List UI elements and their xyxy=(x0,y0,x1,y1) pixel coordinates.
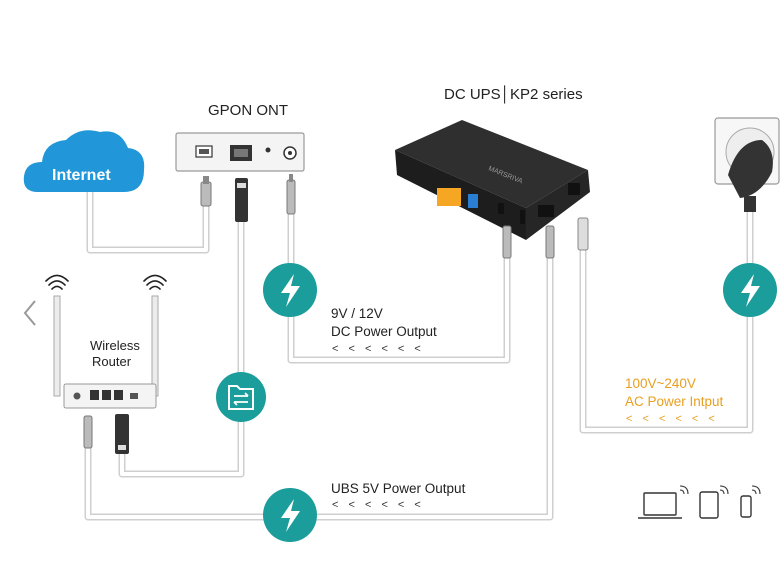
router-plugs xyxy=(83,414,129,454)
laptop-icon xyxy=(638,492,682,519)
usb-flow-arrows: < < < < < < xyxy=(332,499,425,511)
folder-transfer-icon xyxy=(216,372,266,422)
ac-voltage-label: 100V~240V xyxy=(625,376,696,391)
phone-icon xyxy=(740,495,752,518)
device-signal-icons xyxy=(679,485,761,495)
dc-ups-label: DC UPS│KP2 series xyxy=(444,86,583,103)
wifi-signal-icons xyxy=(45,274,167,290)
ont-plugs xyxy=(200,174,296,222)
ups-plugs xyxy=(502,217,589,259)
dc-ups-device xyxy=(395,120,590,240)
wireless-label: Wireless xyxy=(90,338,140,353)
dc-voltage-label: 9V / 12V xyxy=(331,306,383,321)
chevron-left-icon[interactable] xyxy=(20,298,42,328)
router-label: Router xyxy=(92,354,132,369)
gpon-ont-device xyxy=(175,132,305,172)
ac-input-label: AC Power Intput xyxy=(625,394,724,409)
lightning-icon xyxy=(263,488,317,542)
ac-flow-arrows: < < < < < < xyxy=(626,413,719,425)
wireless-router xyxy=(53,295,159,409)
lightning-icon xyxy=(263,263,317,317)
gpon-ont-label: GPON ONT xyxy=(208,102,289,119)
internet-cloud xyxy=(23,130,145,192)
wall-socket xyxy=(714,117,780,212)
dc-output-label: DC Power Output xyxy=(331,324,437,339)
tablet-icon xyxy=(699,491,719,519)
usb-output-label: UBS 5V Power Output xyxy=(331,481,466,496)
lightning-icon xyxy=(723,263,777,317)
dc-flow-arrows: < < < < < < xyxy=(332,343,425,355)
internet-label: Internet xyxy=(52,167,111,184)
